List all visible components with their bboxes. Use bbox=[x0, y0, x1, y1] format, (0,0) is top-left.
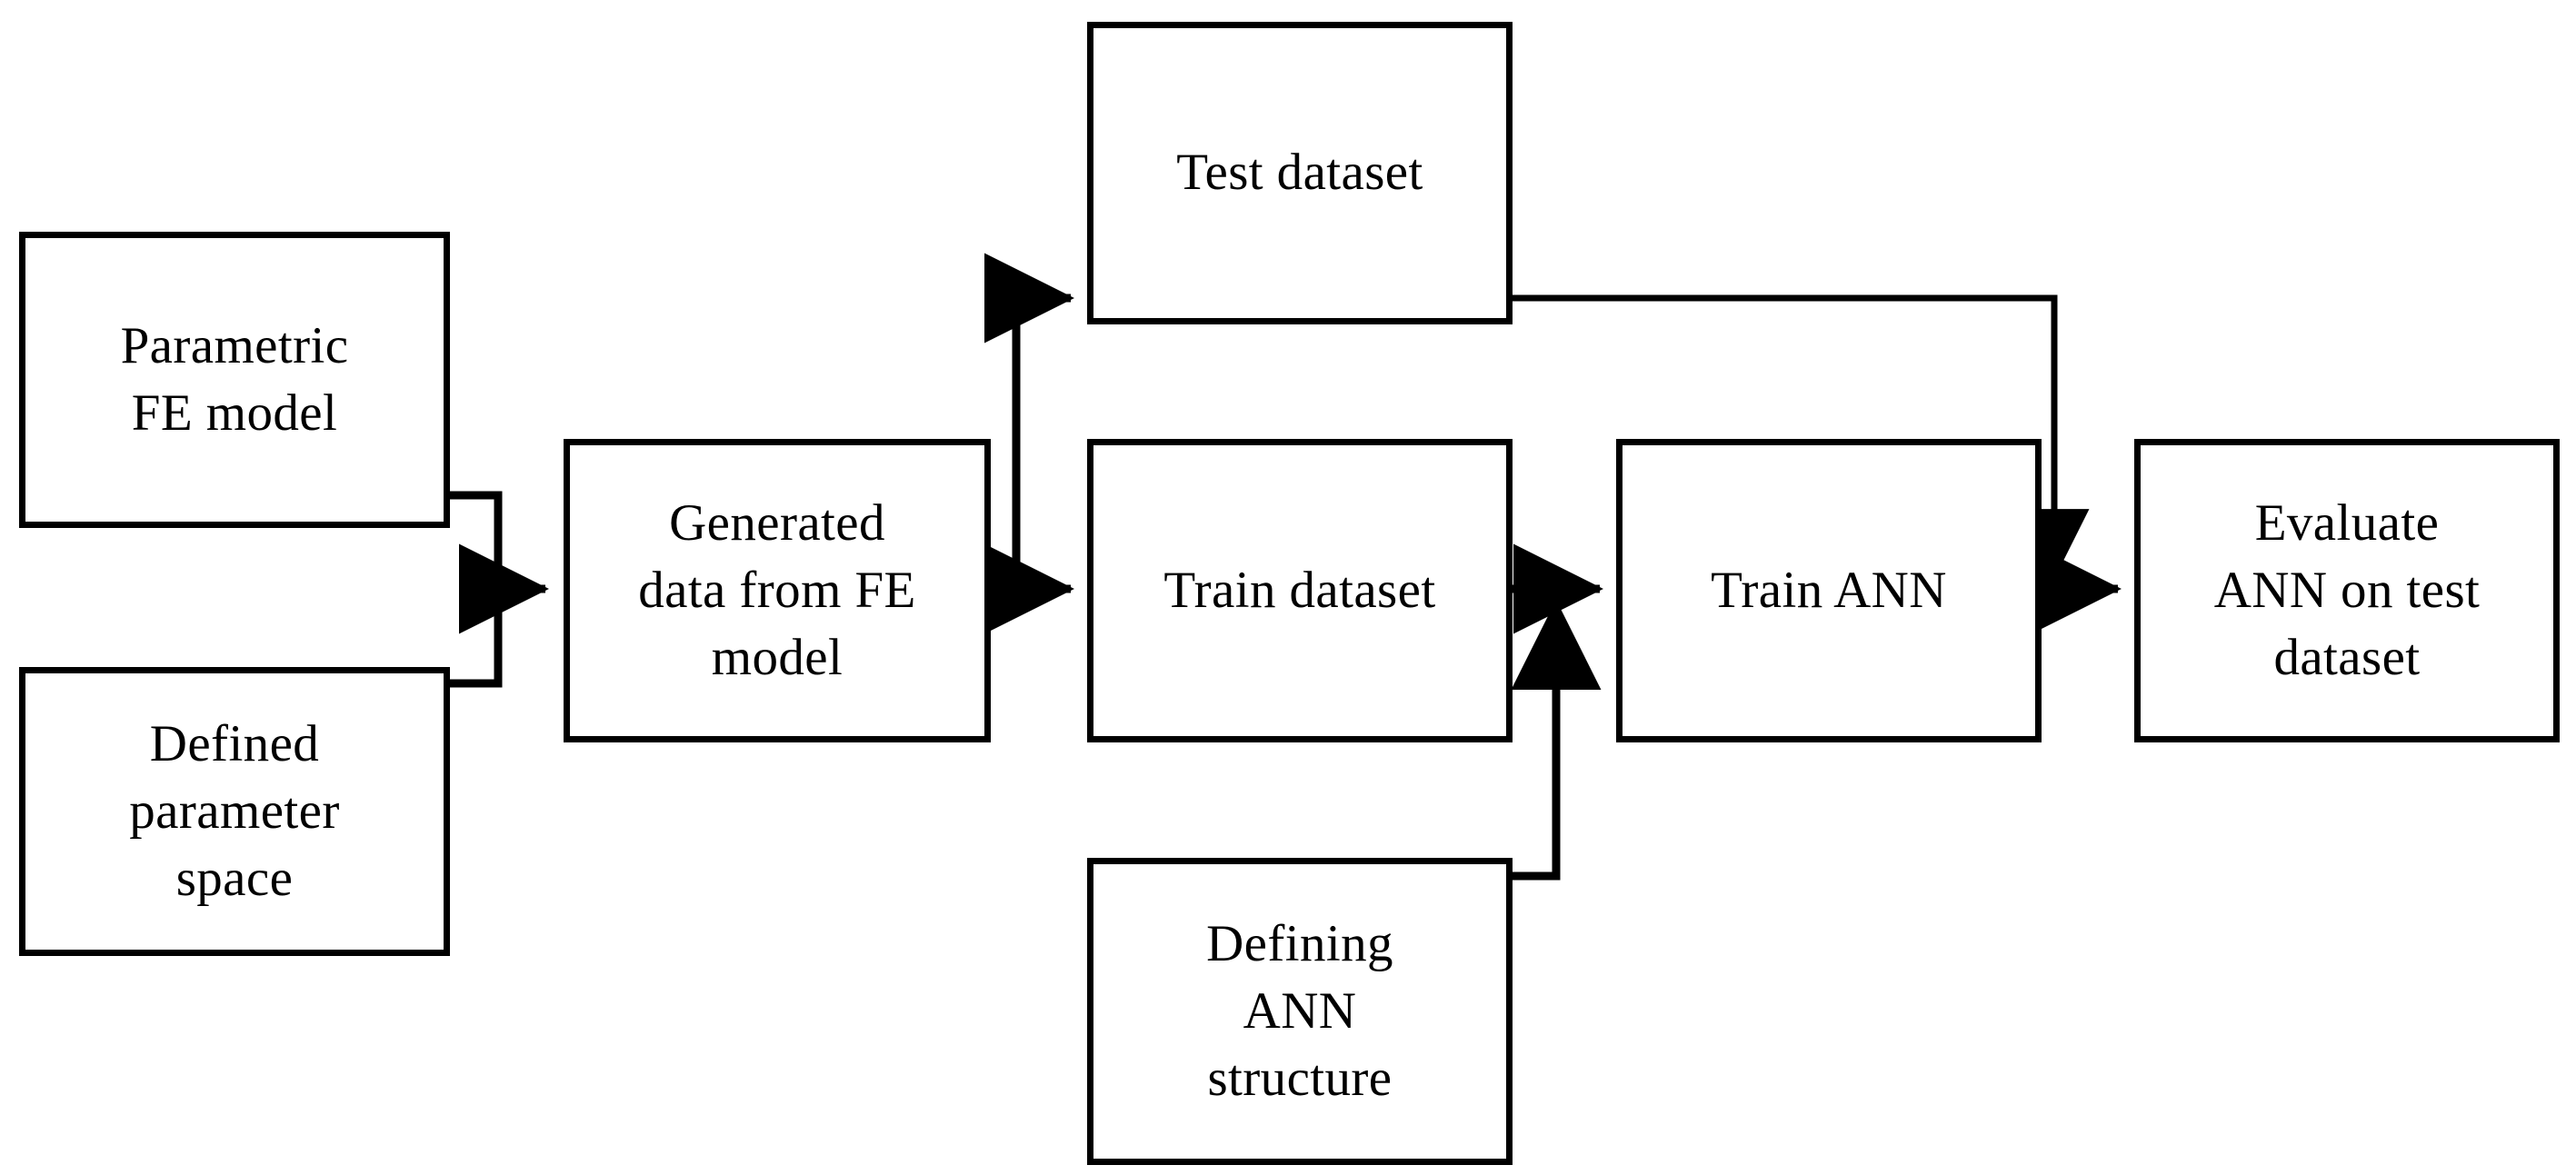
node-label-evaluate-ann-on-test-dataset: Evaluate ANN on test dataset bbox=[2213, 493, 2481, 687]
node-train-dataset[interactable]: Train dataset bbox=[1087, 439, 1513, 742]
node-evaluate-ann-on-test-dataset[interactable]: Evaluate ANN on test dataset bbox=[2134, 439, 2560, 742]
node-label-train-dataset: Train dataset bbox=[1163, 561, 1436, 619]
connector-defining-ann-structure-to-train-ann bbox=[1511, 600, 1602, 881]
node-train-ann[interactable]: Train ANN bbox=[1616, 439, 2042, 742]
node-label-train-ann: Train ANN bbox=[1711, 561, 1947, 619]
node-label-parametric-fe-model: Parametric FE model bbox=[120, 316, 349, 442]
node-parametric-fe-model[interactable]: Parametric FE model bbox=[19, 232, 450, 528]
connector-defined-space-to-generated bbox=[450, 589, 503, 688]
connector-parametric-fe-to-generated bbox=[450, 491, 503, 589]
node-test-dataset[interactable]: Test dataset bbox=[1087, 22, 1513, 324]
node-defined-parameter-space[interactable]: Defined parameter space bbox=[19, 667, 450, 956]
node-label-test-dataset: Test dataset bbox=[1176, 144, 1423, 202]
node-generated-data-from-fe-model[interactable]: Generated data from FE model bbox=[564, 439, 991, 742]
node-label-generated-data-from-fe-model: Generated data from FE model bbox=[638, 493, 916, 687]
node-label-defined-parameter-space: Defined parameter space bbox=[129, 714, 340, 908]
connector-generated-out bbox=[991, 298, 1021, 593]
node-label-defining-ann-structure: Defining ANN structure bbox=[1206, 914, 1393, 1108]
node-defining-ann-structure[interactable]: Defining ANN structure bbox=[1087, 858, 1513, 1165]
